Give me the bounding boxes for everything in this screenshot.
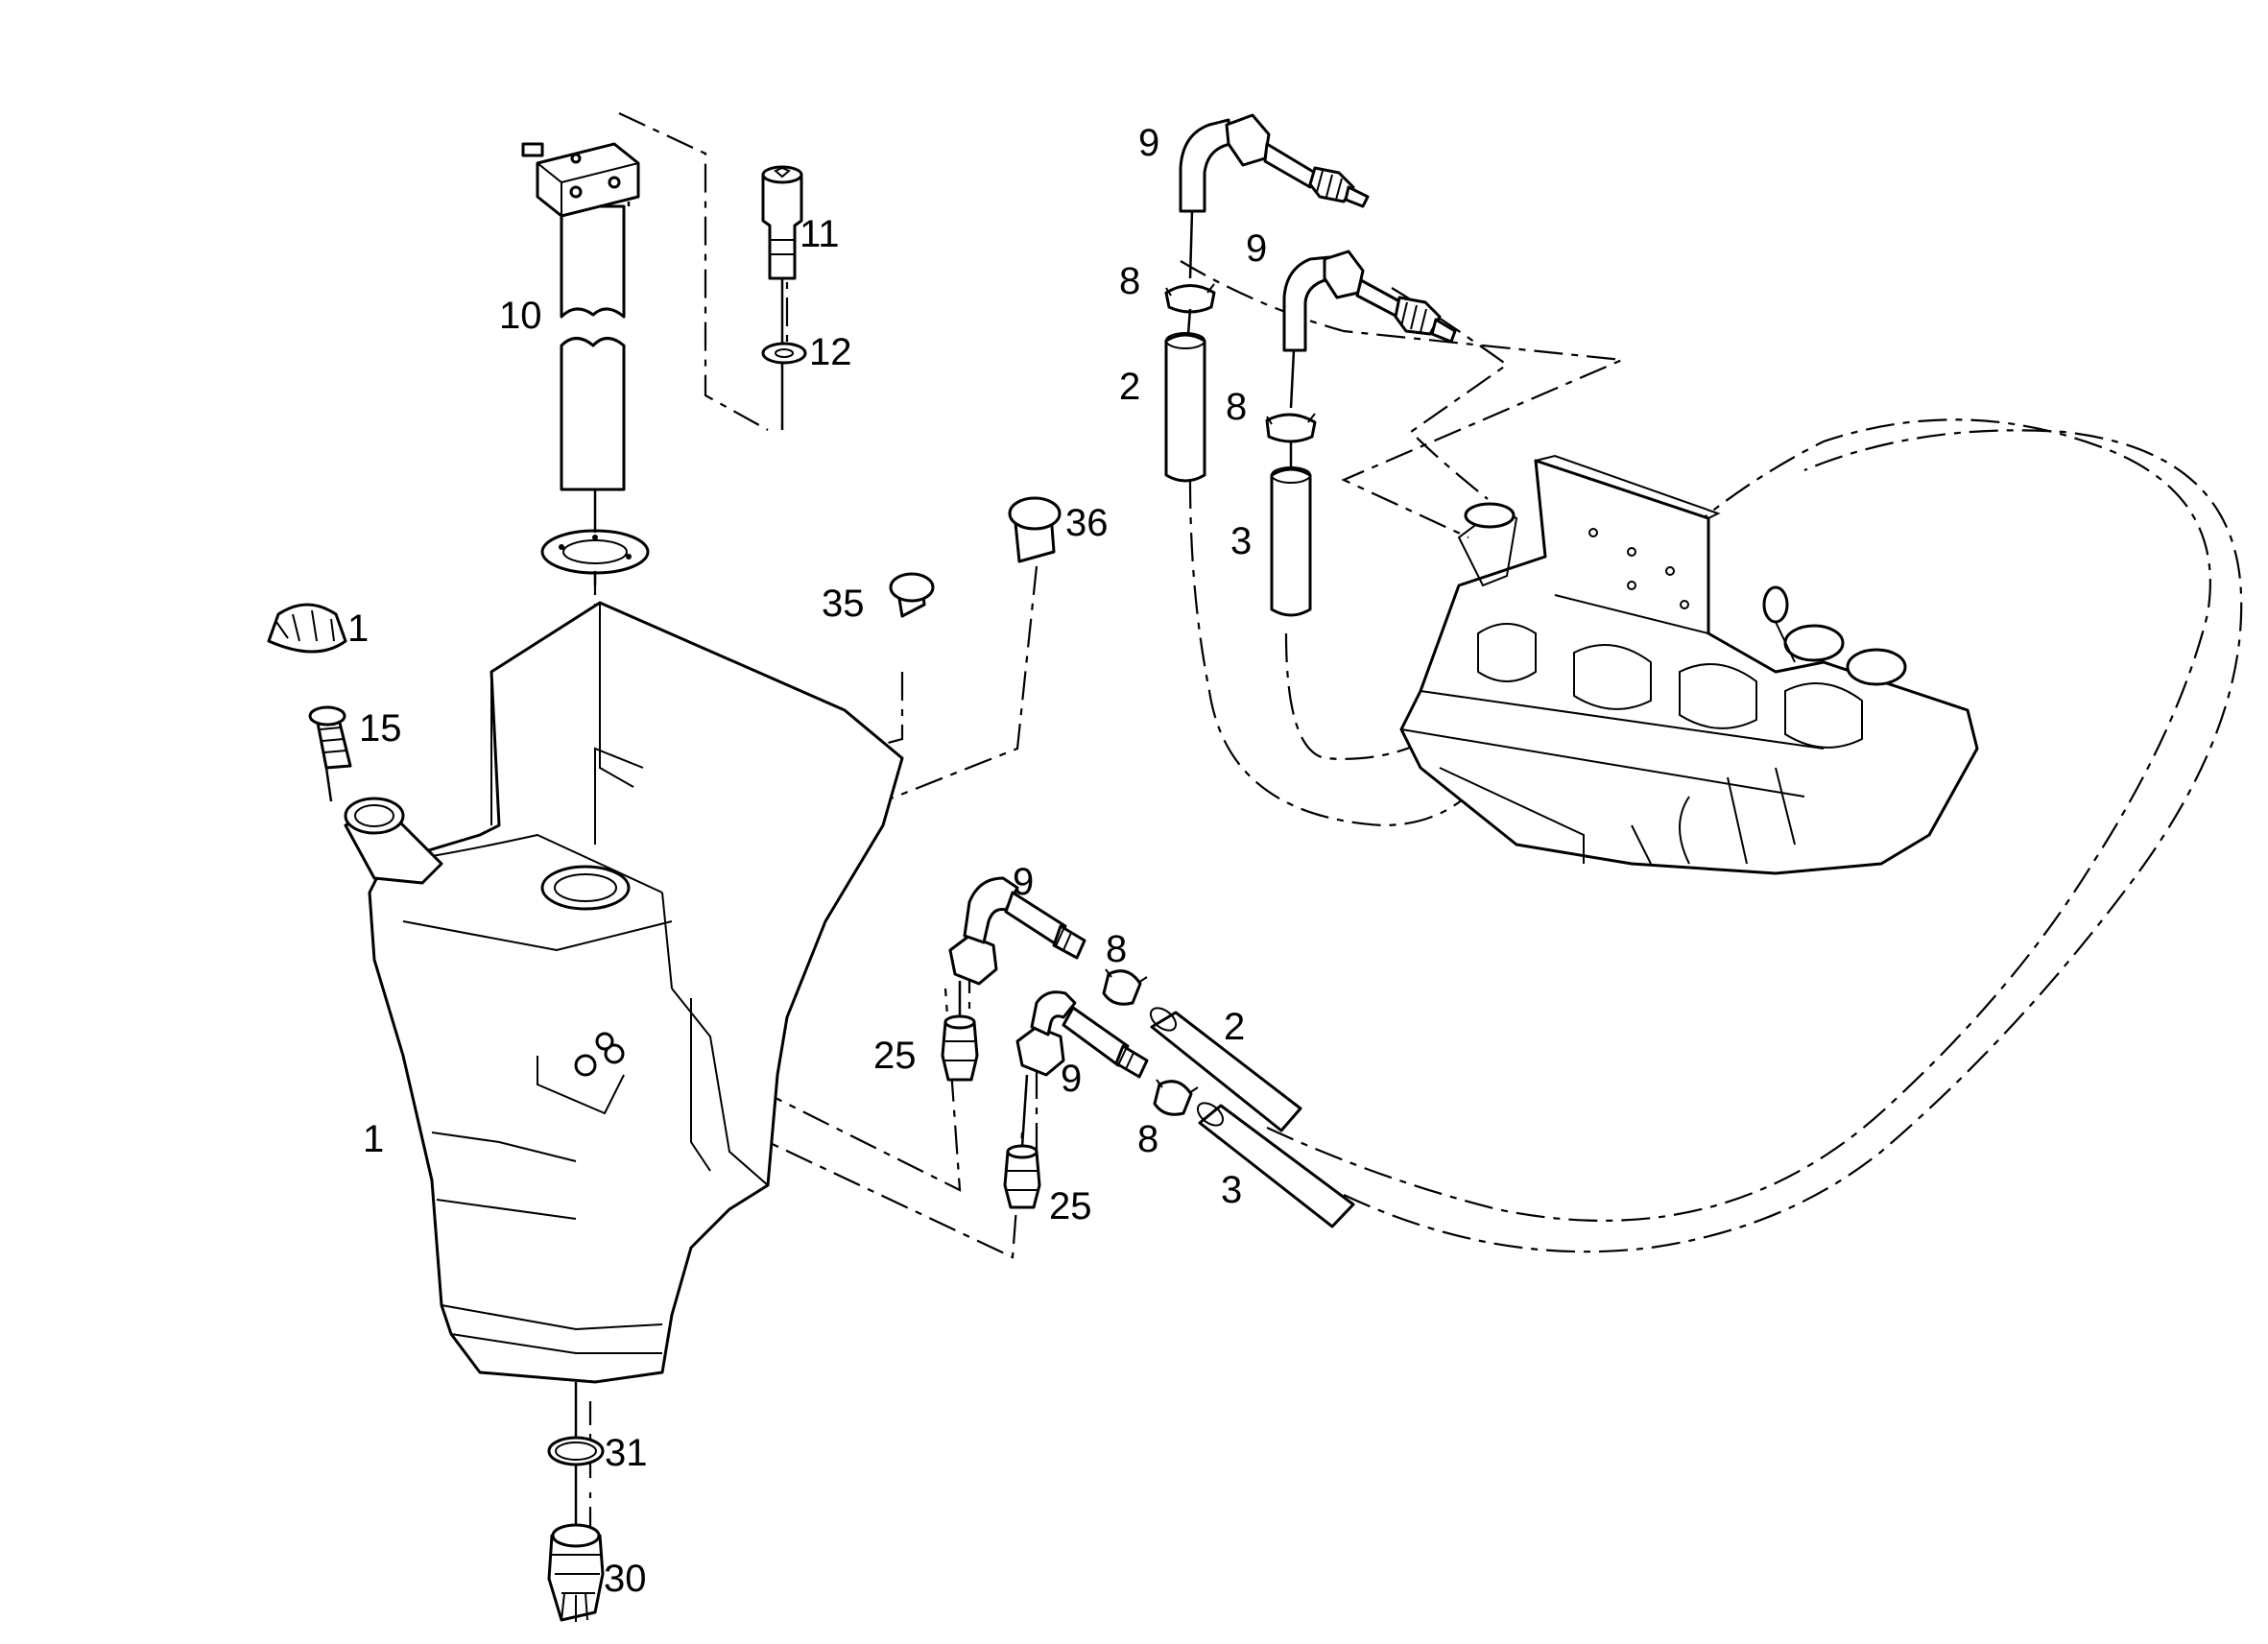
callout-clamp-ur: 8 bbox=[1226, 386, 1247, 428]
upper-hose-2 bbox=[1164, 332, 1206, 483]
callout-hose-upper-3: 3 bbox=[1230, 520, 1252, 562]
lower-clamp-right bbox=[1153, 1079, 1199, 1116]
grommet-small bbox=[889, 572, 935, 618]
o-ring bbox=[547, 1436, 605, 1466]
callout-hose-upper-2: 2 bbox=[1119, 366, 1140, 408]
sender-gasket bbox=[540, 529, 650, 575]
lower-hose-2 bbox=[1149, 1007, 1302, 1132]
callout-screw: 11 bbox=[800, 213, 840, 255]
callout-clamp-ul: 8 bbox=[1119, 260, 1140, 302]
callout-labels: 1 1 2 2 3 3 8 8 8 8 9 9 9 9 10 11 12 15 … bbox=[347, 122, 1267, 1600]
washer bbox=[761, 342, 807, 365]
upper-elbow-left bbox=[1179, 113, 1370, 213]
callout-clamp-ll: 8 bbox=[1106, 928, 1127, 970]
callout-elbow-ll: 9 bbox=[1013, 861, 1034, 903]
lower-hose-3 bbox=[1196, 1102, 1355, 1228]
callout-grommet-small: 35 bbox=[822, 583, 865, 625]
callout-elbow-ul: 9 bbox=[1138, 122, 1159, 164]
callout-cap: 1 bbox=[347, 608, 369, 650]
callout-drain-plug: 30 bbox=[604, 1558, 647, 1600]
lower-elbow-right bbox=[1015, 990, 1149, 1079]
filler-cap bbox=[267, 603, 347, 654]
lower-elbow-left bbox=[948, 876, 1086, 986]
nipple-left bbox=[941, 1014, 979, 1082]
coolant-tank bbox=[344, 601, 904, 1384]
engine-block bbox=[1399, 454, 1979, 875]
callout-o-ring: 31 bbox=[605, 1432, 648, 1474]
level-sender bbox=[521, 142, 640, 491]
callout-hose-lower-3: 3 bbox=[1221, 1169, 1242, 1211]
callout-strainer: 15 bbox=[359, 707, 402, 750]
upper-elbow-right bbox=[1282, 250, 1457, 352]
drain-plug bbox=[547, 1523, 605, 1622]
callout-tank: 1 bbox=[363, 1118, 384, 1160]
lower-clamp-left bbox=[1102, 968, 1148, 1006]
strainer bbox=[308, 705, 352, 770]
callout-washer: 12 bbox=[809, 331, 852, 373]
callout-sender: 10 bbox=[499, 295, 542, 337]
callout-elbow-ur: 9 bbox=[1246, 227, 1267, 270]
upper-hose-3 bbox=[1270, 466, 1312, 617]
callout-elbow-lr: 9 bbox=[1061, 1058, 1082, 1100]
upper-clamp-right bbox=[1265, 413, 1317, 443]
screw bbox=[761, 165, 803, 280]
callout-nipple-r: 25 bbox=[1049, 1185, 1092, 1227]
nipple-right bbox=[1003, 1144, 1041, 1209]
grommet-large bbox=[1008, 496, 1062, 563]
callout-clamp-lr: 8 bbox=[1137, 1118, 1158, 1160]
callout-nipple-l: 25 bbox=[873, 1035, 917, 1077]
upper-clamp-left bbox=[1164, 283, 1216, 314]
leader-lines bbox=[324, 202, 1296, 1526]
callout-grommet-large: 36 bbox=[1065, 502, 1109, 544]
callout-hose-lower-2: 2 bbox=[1224, 1006, 1245, 1048]
